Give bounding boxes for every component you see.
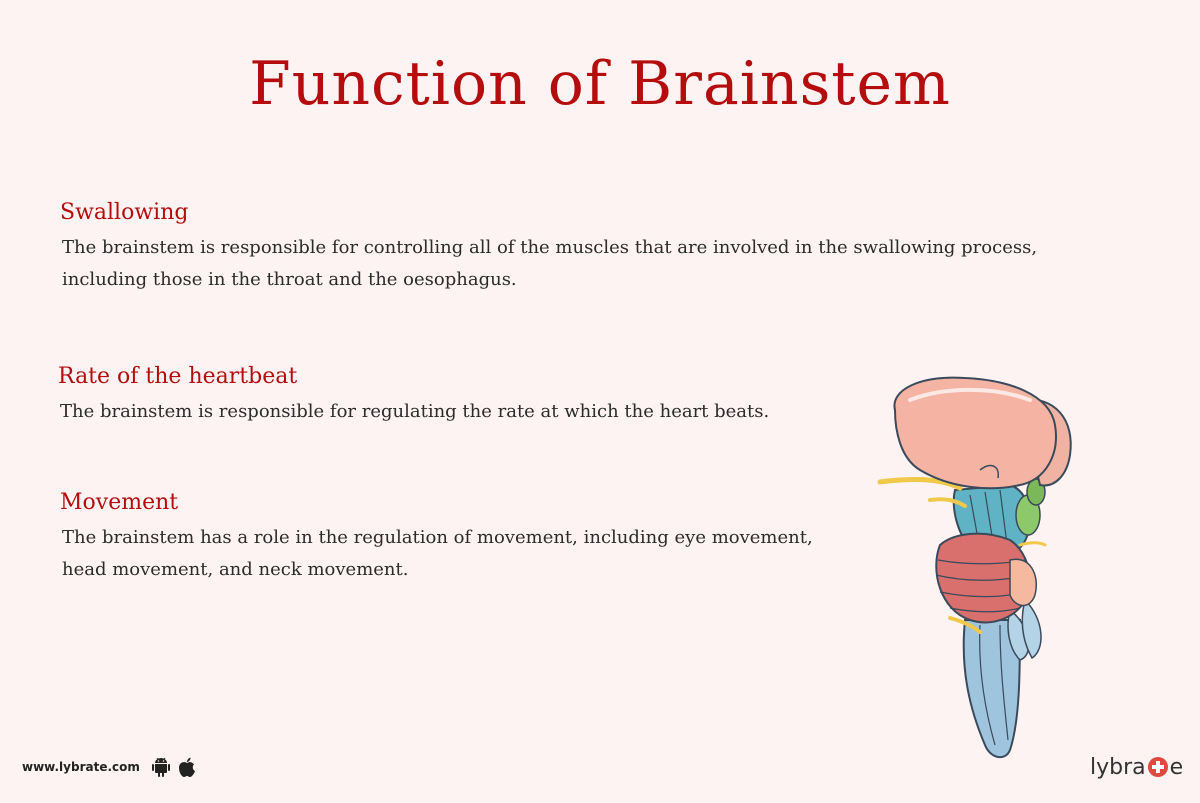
section-text-line: The brainstem is responsible for control… xyxy=(62,237,1038,258)
section-swallowing: Swallowing The brainstem is responsible … xyxy=(60,198,1120,296)
section-text: The brainstem is responsible for control… xyxy=(62,232,1120,296)
apple-icon[interactable] xyxy=(178,757,196,777)
footer-links: www.lybrate.com xyxy=(22,756,196,778)
section-text-line: head movement, and neck movement. xyxy=(62,559,409,580)
section-heading: Movement xyxy=(60,490,179,515)
section-text-line: The brainstem has a role in the regulati… xyxy=(62,527,813,548)
brainstem-illustration xyxy=(877,376,1072,759)
logo-text-end: e xyxy=(1169,754,1184,780)
section-text-line: including those in the throat and the oe… xyxy=(62,269,517,290)
logo-text: lybra xyxy=(1090,754,1146,780)
section-heading: Rate of the heartbeat xyxy=(58,364,298,389)
medical-cross-icon xyxy=(1147,757,1168,777)
website-link[interactable]: www.lybrate.com xyxy=(22,760,140,774)
page-title: Function of Brainstem xyxy=(249,49,951,119)
section-heartbeat: Rate of the heartbeat The brainstem is r… xyxy=(58,362,858,428)
lybrate-logo: lybra e xyxy=(1090,750,1183,784)
section-heading: Swallowing xyxy=(60,200,189,225)
android-icon[interactable] xyxy=(151,757,170,777)
section-text-line: The brainstem is responsible for regulat… xyxy=(60,401,770,422)
section-text: The brainstem has a role in the regulati… xyxy=(62,522,860,586)
section-movement: Movement The brainstem has a role in the… xyxy=(60,488,860,586)
section-text: The brainstem is responsible for regulat… xyxy=(60,396,858,428)
